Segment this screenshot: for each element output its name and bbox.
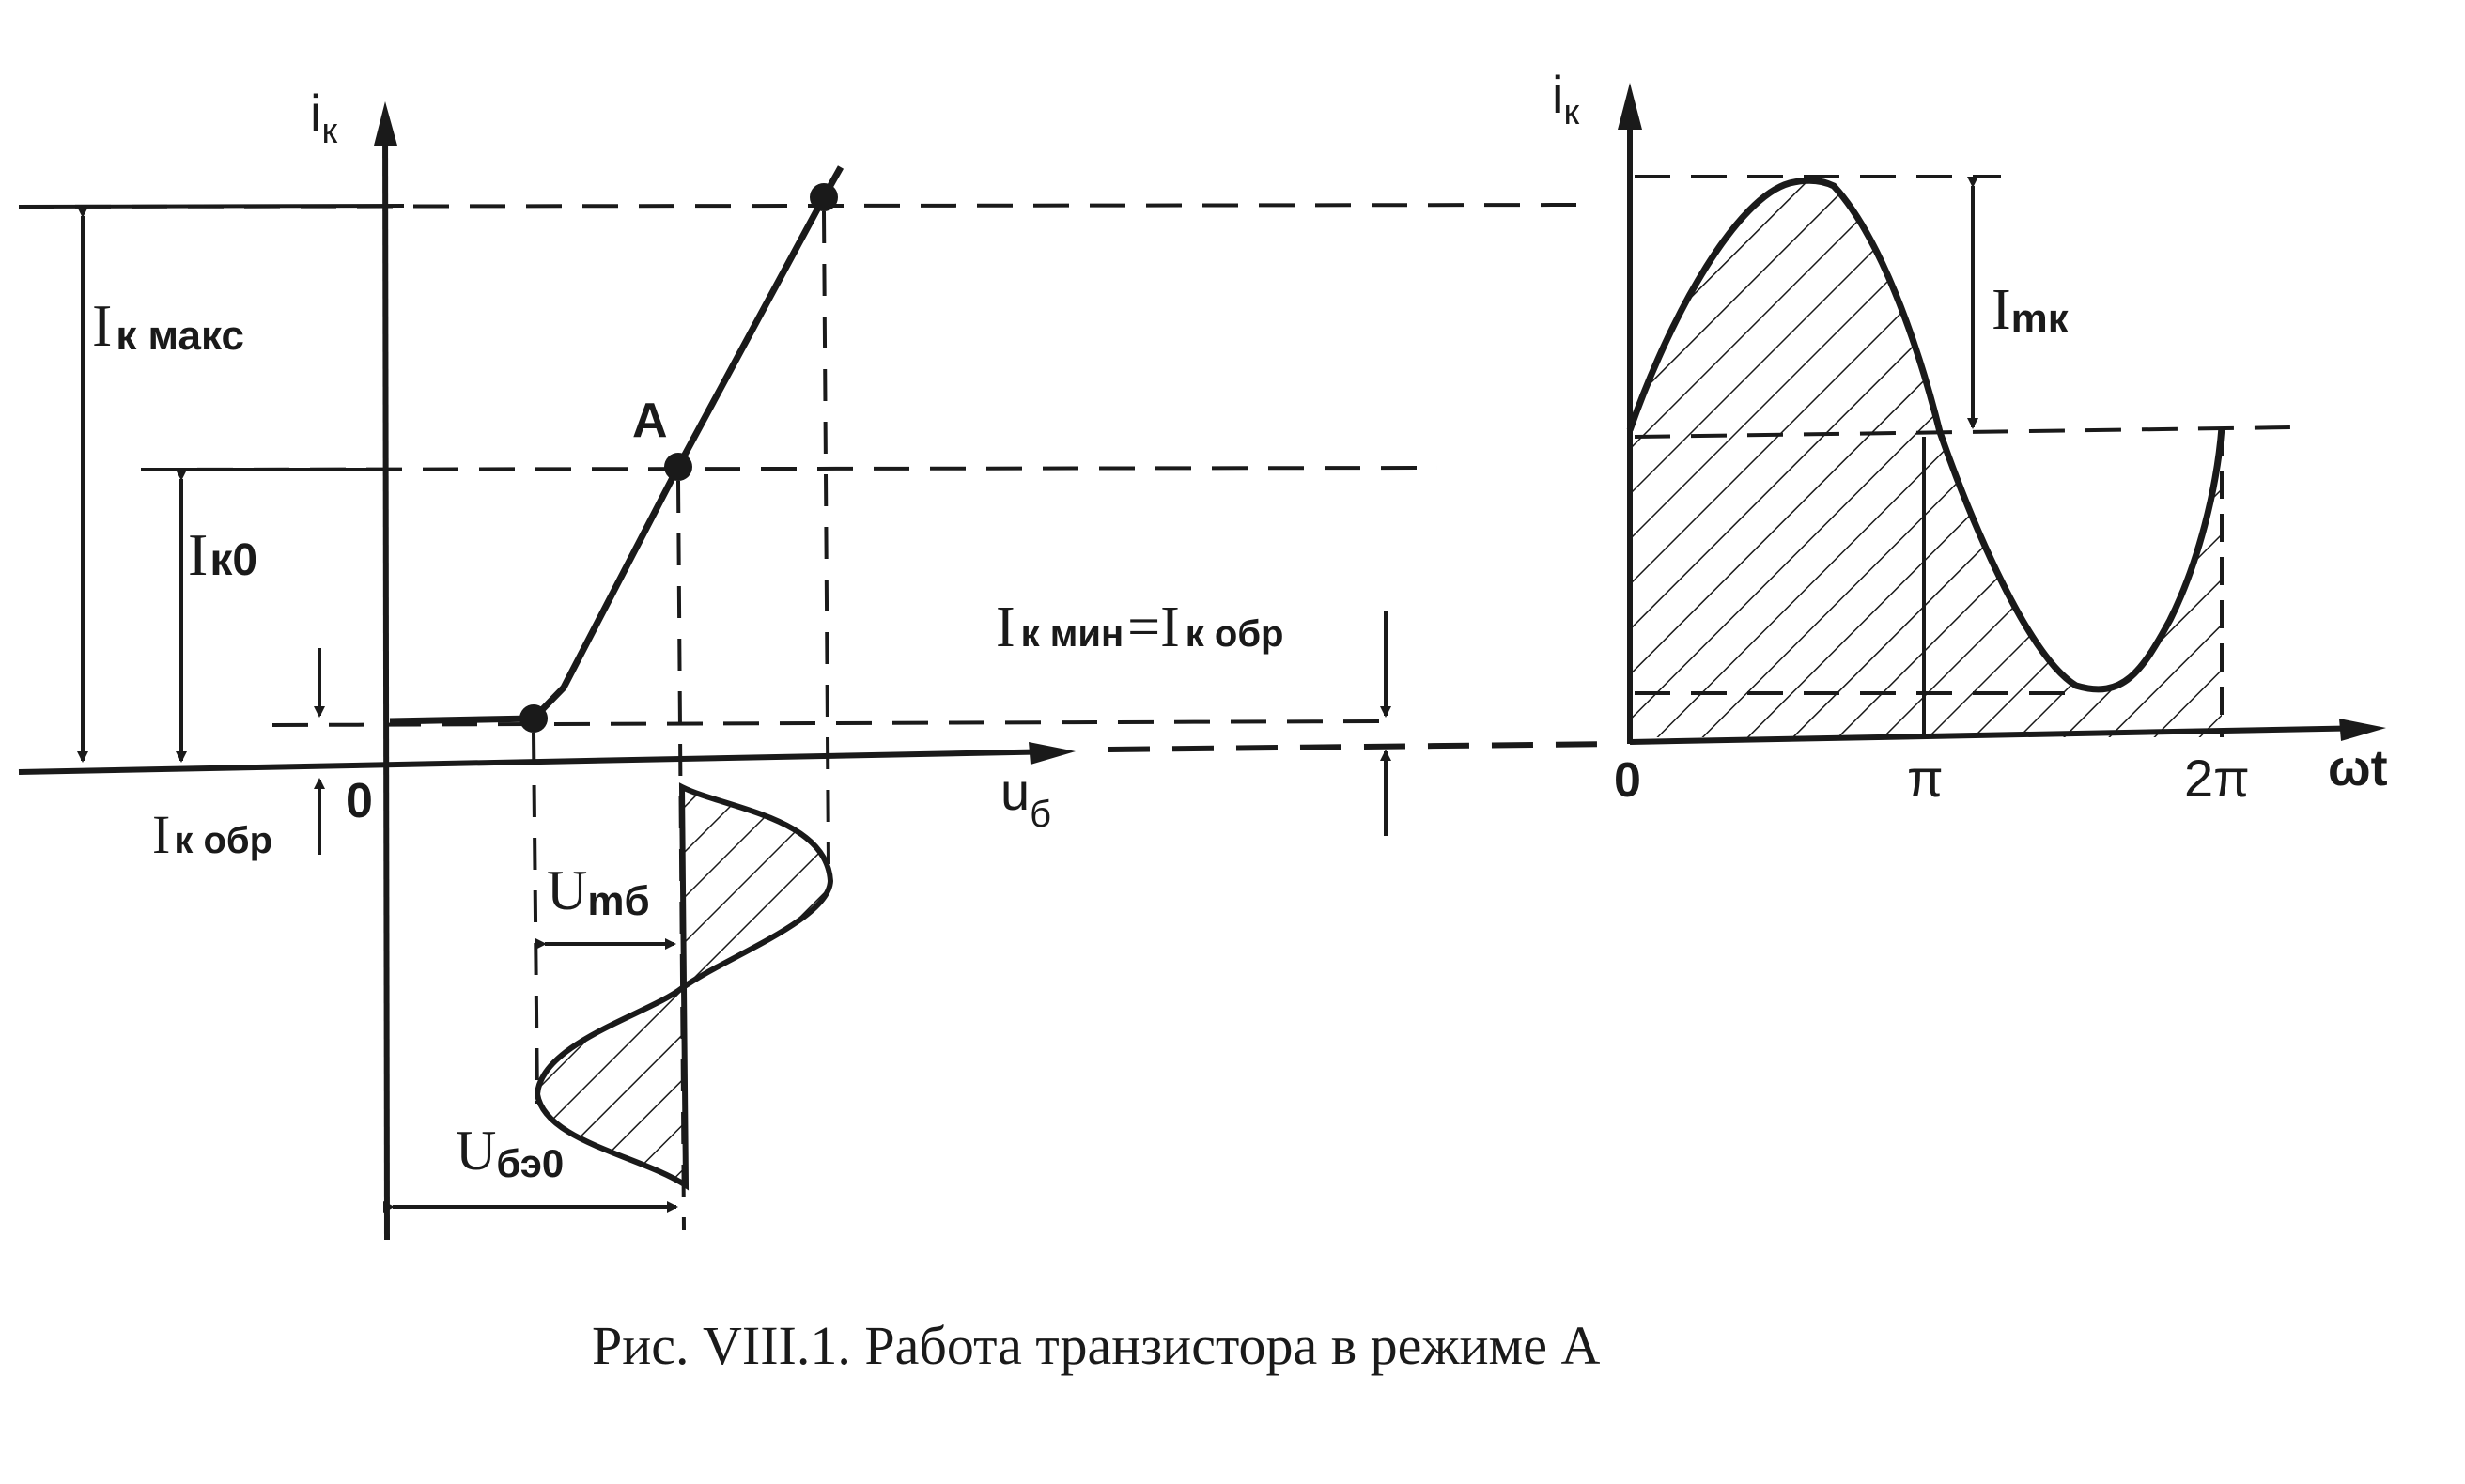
right-x-axis-label: ωt [2328, 740, 2388, 796]
figure-caption: Рис. VIII.1. Работа транзистора в режиме… [592, 1315, 1600, 1376]
cutoff-point [519, 704, 548, 733]
output-current-wave [1626, 177, 2225, 693]
ik0-dashed-line [140, 466, 1438, 471]
ik0-label: Iк0 [188, 521, 257, 588]
axis-link-dashed-line [1108, 741, 1617, 752]
ikmin-dashed-line [271, 719, 1382, 727]
right-y-axis-label: iк [1552, 65, 1579, 132]
umin-projection [532, 732, 539, 1105]
tick-2pi-label: 2π [2184, 749, 2250, 808]
umax-projection [822, 210, 830, 865]
right-y-axis-arrowhead [1618, 83, 1642, 130]
operating-point-a [664, 453, 692, 481]
transfer-characteristic-curve [389, 165, 845, 725]
ikmax-dashed-line [18, 203, 1598, 209]
left-x-axis [18, 749, 1062, 775]
right-x-axis [1629, 725, 2373, 745]
ikmax-label: Iк макс [92, 292, 244, 359]
left-y-axis-label: iк [310, 84, 337, 151]
left-x-axis-label: uб [1000, 762, 1051, 835]
tick-pi-label: π [1907, 749, 1944, 808]
right-origin-label: 0 [1614, 753, 1641, 808]
left-y-axis [382, 112, 390, 1241]
point-a-label: A [632, 394, 668, 448]
left-origin-label: 0 [346, 774, 373, 828]
ikmax-solid-line [18, 204, 405, 209]
imk-label: Imк [1992, 278, 2070, 342]
right-output-plot: iк ωt 0 π 2π Imк [1552, 65, 2388, 808]
ube0-label: Uбэ0 [456, 1120, 564, 1185]
saturation-point [810, 183, 838, 211]
left-x-axis-arrowhead [1029, 742, 1076, 765]
input-signal-wave [534, 782, 834, 1191]
right-x-axis-arrowhead [2339, 719, 2386, 741]
left-y-axis-arrowhead [374, 101, 397, 146]
umb-label: Umб [547, 859, 650, 924]
